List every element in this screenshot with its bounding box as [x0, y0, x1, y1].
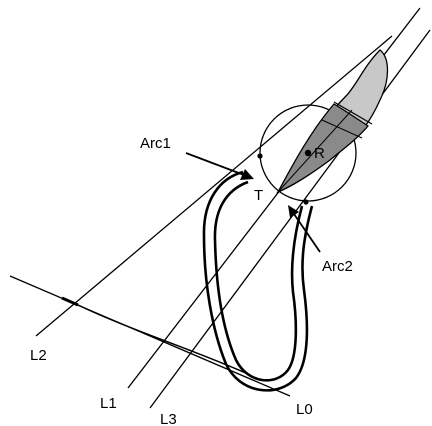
line-L2 — [35, 35, 393, 337]
label-L1: L1 — [100, 395, 117, 412]
arc2-end-marker — [303, 199, 309, 205]
loop-body-inner — [213, 180, 304, 382]
arc1-arrow-head — [240, 169, 254, 180]
arc1-arrow-shaft — [185, 152, 245, 176]
leaf-midline — [277, 109, 353, 193]
label-R: R — [314, 145, 325, 162]
leaf-crossline-lower — [321, 119, 363, 139]
label-T: T — [254, 187, 263, 204]
label-Arc2: Arc2 — [322, 258, 353, 275]
loop-body-outer — [202, 170, 314, 392]
line-L0 — [9, 275, 291, 397]
arc2-arrow-shaft — [293, 213, 321, 253]
label-L3: L3 — [160, 411, 177, 426]
l0-highlight-segment — [61, 296, 79, 307]
leaf-crossline-upper — [333, 101, 373, 125]
arc2-arrow-head — [288, 205, 299, 218]
lower-envelope-curve — [77, 304, 251, 376]
arc1-end-marker — [257, 153, 263, 159]
label-L0: L0 — [296, 401, 313, 418]
label-Arc1: Arc1 — [140, 135, 171, 152]
point-R-marker — [304, 149, 312, 157]
label-L2: L2 — [30, 347, 47, 364]
leaf-shape-dark — [276, 103, 369, 194]
